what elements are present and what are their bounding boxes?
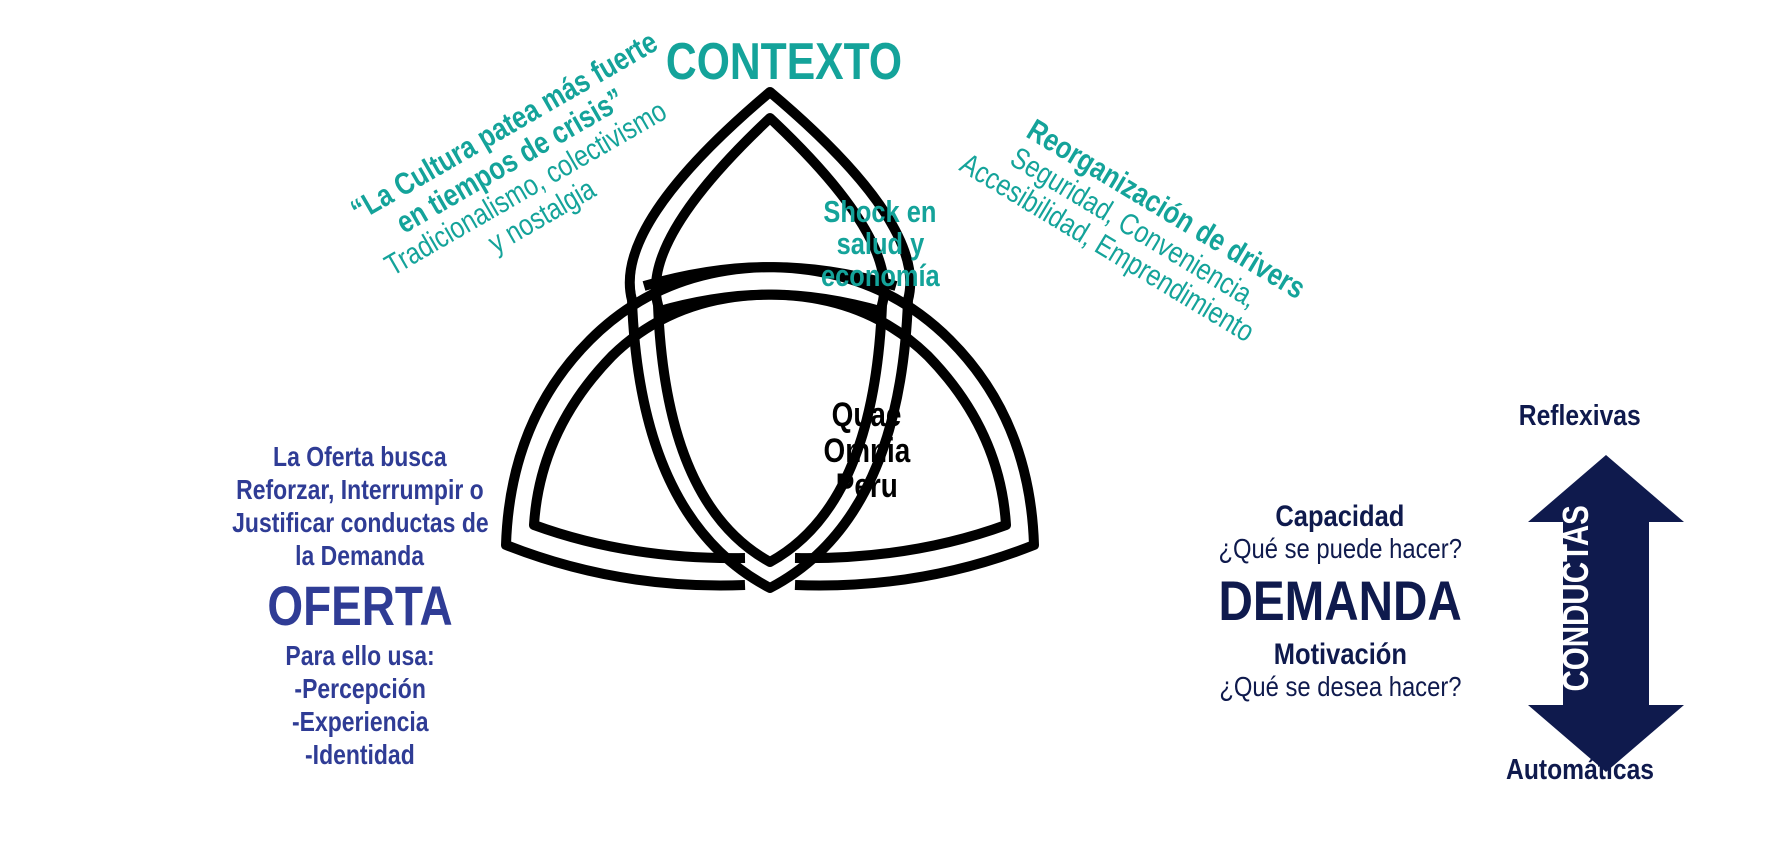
conductas-label: CONDUCTAS [1555,505,1596,692]
capacidad-question: ¿Qué se puede hacer? [1218,533,1462,564]
reflexivas-label: Reflexivas [1519,400,1641,432]
oferta-intro: Justificar conductas de [231,507,489,539]
right-lobe-inner [654,289,1011,564]
motivacion-label: Motivación [1273,637,1407,671]
capacidad-label: Capacidad [1275,500,1405,533]
top-lens-inner [650,113,890,567]
demanda-heading: DEMANDA [1218,569,1462,633]
oferta-uses: -Experiencia [291,705,429,737]
oferta-column: La Oferta busca Reforzar, Interrumpir o … [180,440,540,771]
center-label: Quae Omnia Peru [823,396,911,506]
double-arrow-shape [1528,455,1684,772]
demanda-column: Capacidad ¿Qué se puede hacer? DEMANDA M… [1170,500,1510,703]
top-lobe-label: Shock en salud y economía [820,194,940,293]
oferta-intro: La Oferta busca [273,441,447,472]
oferta-uses: -Identidad [305,738,415,770]
oferta-heading: OFERTA [267,574,453,638]
oferta-uses: -Percepción [294,672,426,704]
oferta-uses: Para ello usa: [285,639,435,671]
oferta-intro: la Demanda [295,540,425,572]
motivacion-question: ¿Qué se desea hacer? [1218,670,1462,702]
oferta-intro: Reforzar, Interrumpir o [236,474,484,506]
right-lobe-outer [642,262,1039,591]
contexto-title: CONTEXTO [665,33,903,91]
automaticas-label: Automáticas [1506,754,1654,786]
